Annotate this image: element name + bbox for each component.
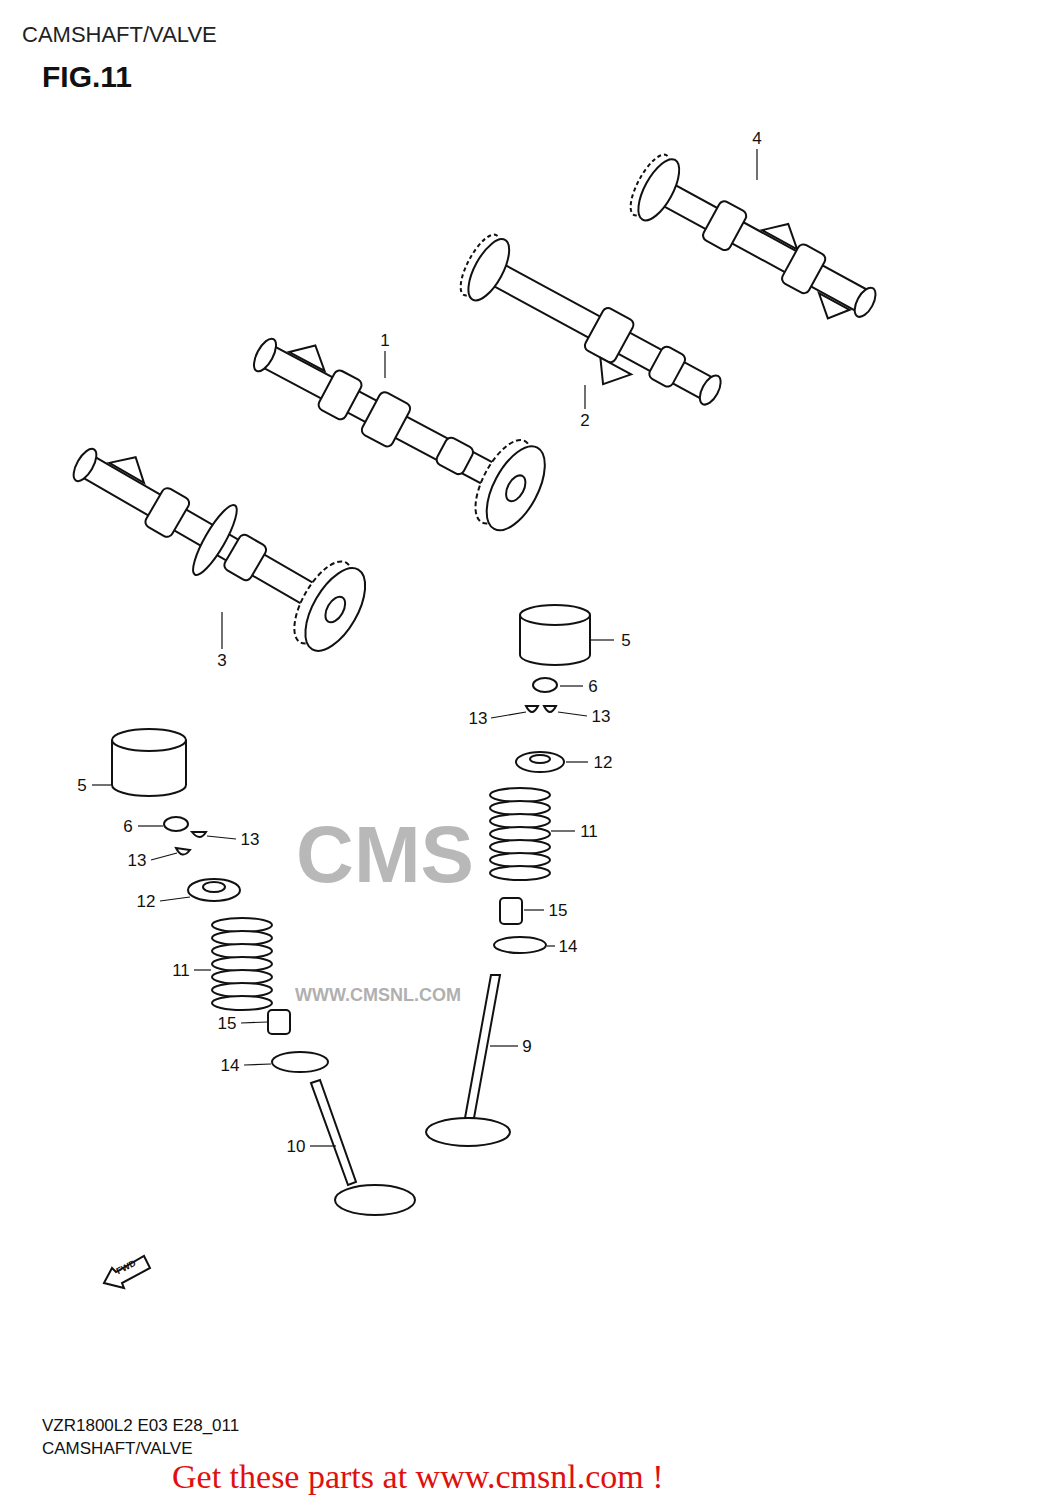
shop-notice: Get these parts at www.cmsnl.com !	[172, 1460, 664, 1494]
drawing-caption: CAMSHAFT/VALVE	[42, 1440, 193, 1457]
callout-number: 4	[752, 130, 761, 147]
callout-number: 6	[588, 678, 597, 695]
page-title: CAMSHAFT/VALVE	[22, 24, 217, 46]
callout-number: 2	[580, 412, 589, 429]
callout-number: 15	[218, 1015, 237, 1032]
callout-number: 9	[522, 1038, 531, 1055]
callout-number: 14	[559, 938, 578, 955]
callout-number: 11	[172, 962, 190, 979]
callout-number: 13	[128, 852, 147, 869]
callout-number: 12	[594, 754, 613, 771]
figure-number: FIG.11	[42, 62, 132, 92]
callout-number: 3	[217, 652, 226, 669]
callout-number: 5	[621, 632, 630, 649]
watermark-url: WWW.CMSNL.COM	[295, 986, 461, 1004]
callout-number: 13	[469, 710, 488, 727]
drawing-code: VZR1800L2 E03 E28_011	[42, 1417, 239, 1434]
callout-number: 1	[380, 332, 389, 349]
callout-number: 14	[221, 1057, 240, 1074]
callout-number: 10	[287, 1138, 306, 1155]
callout-number: 6	[123, 818, 132, 835]
callout-number: 12	[137, 893, 156, 910]
callout-number: 13	[592, 708, 611, 725]
callout-number: 11	[580, 823, 598, 840]
callout-number: 13	[241, 831, 260, 848]
callout-number: 15	[549, 902, 568, 919]
callout-number: 5	[77, 777, 86, 794]
watermark-logo: CMS	[296, 815, 474, 895]
